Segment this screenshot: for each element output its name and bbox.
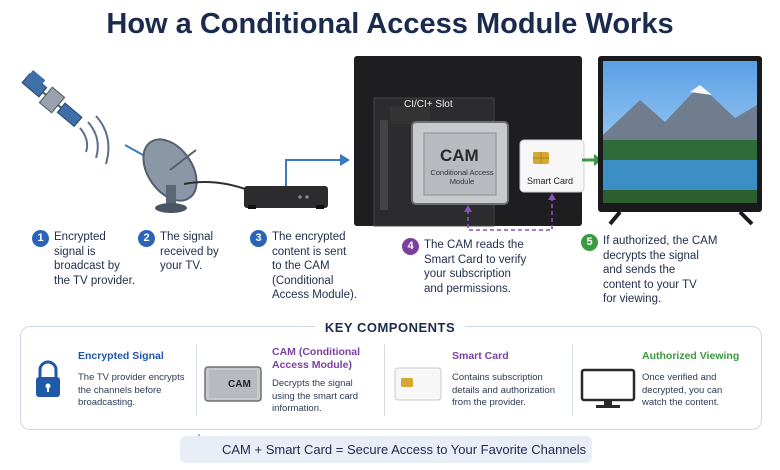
cable	[183, 181, 249, 191]
receiver-box-icon	[244, 186, 328, 209]
component-desc-cam: Decrypts the signal using the smart card…	[272, 378, 359, 414]
step-number: 5	[581, 234, 598, 251]
tv-screen-icon	[598, 56, 762, 226]
divider	[384, 344, 385, 416]
slot-label: CI/CI+ Slot	[404, 99, 453, 110]
component-desc-smart-card: Contains subscription details and author…	[452, 372, 555, 408]
step-5: 5 If authorized, the CAM decrypts the si…	[581, 234, 751, 307]
satellite-icon	[21, 70, 83, 128]
divider	[572, 344, 573, 416]
cam-icon	[204, 366, 262, 402]
step-4: 4 The CAM reads the Smart Card to verify…	[402, 238, 552, 296]
step-text: The signal received by your TV.	[160, 231, 219, 272]
key-components-title: KEY COMPONENTS	[0, 320, 780, 335]
step-2: 2 The signal received by your TV.	[138, 230, 248, 274]
divider	[196, 344, 197, 416]
smart-card-icon	[519, 139, 585, 193]
component-heading-cam: CAM (Conditional Access Module)	[272, 346, 361, 371]
step-number: 4	[402, 238, 419, 255]
cam-icon-label: CAM	[228, 379, 251, 390]
step-number: 2	[138, 230, 155, 247]
step-text: Encrypted signal is broadcast by the TV …	[54, 231, 135, 287]
smart-card-small-icon	[394, 367, 442, 401]
satellite-dish-icon	[142, 138, 198, 213]
step-3: 3 The encrypted content is sent to the C…	[250, 230, 380, 303]
cam-card-subtitle: Conditional Access Module	[430, 168, 494, 186]
signal-waves-icon	[79, 115, 110, 165]
cam-module-icon	[411, 121, 509, 205]
page-title: How a Conditional Access Module Works	[106, 8, 674, 40]
component-desc-authorized-viewing: Once verified and decrypted, you can wat…	[642, 372, 723, 408]
component-desc-encrypted-signal: The TV provider encrypts the channels be…	[78, 372, 185, 408]
arrow-receiver-tv	[285, 159, 340, 186]
smart-card-label: Smart Card	[527, 176, 574, 186]
dashed-verification-arrows	[467, 198, 553, 231]
summary-banner	[180, 436, 592, 463]
component-heading-encrypted-signal: Encrypted Signal	[78, 350, 164, 362]
component-heading-authorized-viewing: Authorized Viewing	[642, 350, 740, 362]
step-number: 1	[32, 230, 49, 247]
step-1: 1 Encrypted signal is broadcast by the T…	[32, 230, 152, 288]
step-text: The encrypted content is sent to the CAM…	[272, 231, 358, 301]
monitor-icon	[580, 368, 636, 408]
lock-icon	[36, 360, 60, 397]
component-heading-smart-card: Smart Card	[452, 350, 509, 362]
summary-banner-text: CAM + Smart Card = Secure Access to Your…	[222, 442, 587, 457]
step-number: 3	[250, 230, 267, 247]
step-text: The CAM reads the Smart Card to verify y…	[424, 239, 527, 295]
step-text: If authorized, the CAM decrypts the sign…	[603, 235, 718, 305]
cam-card-title: CAM	[440, 146, 479, 165]
